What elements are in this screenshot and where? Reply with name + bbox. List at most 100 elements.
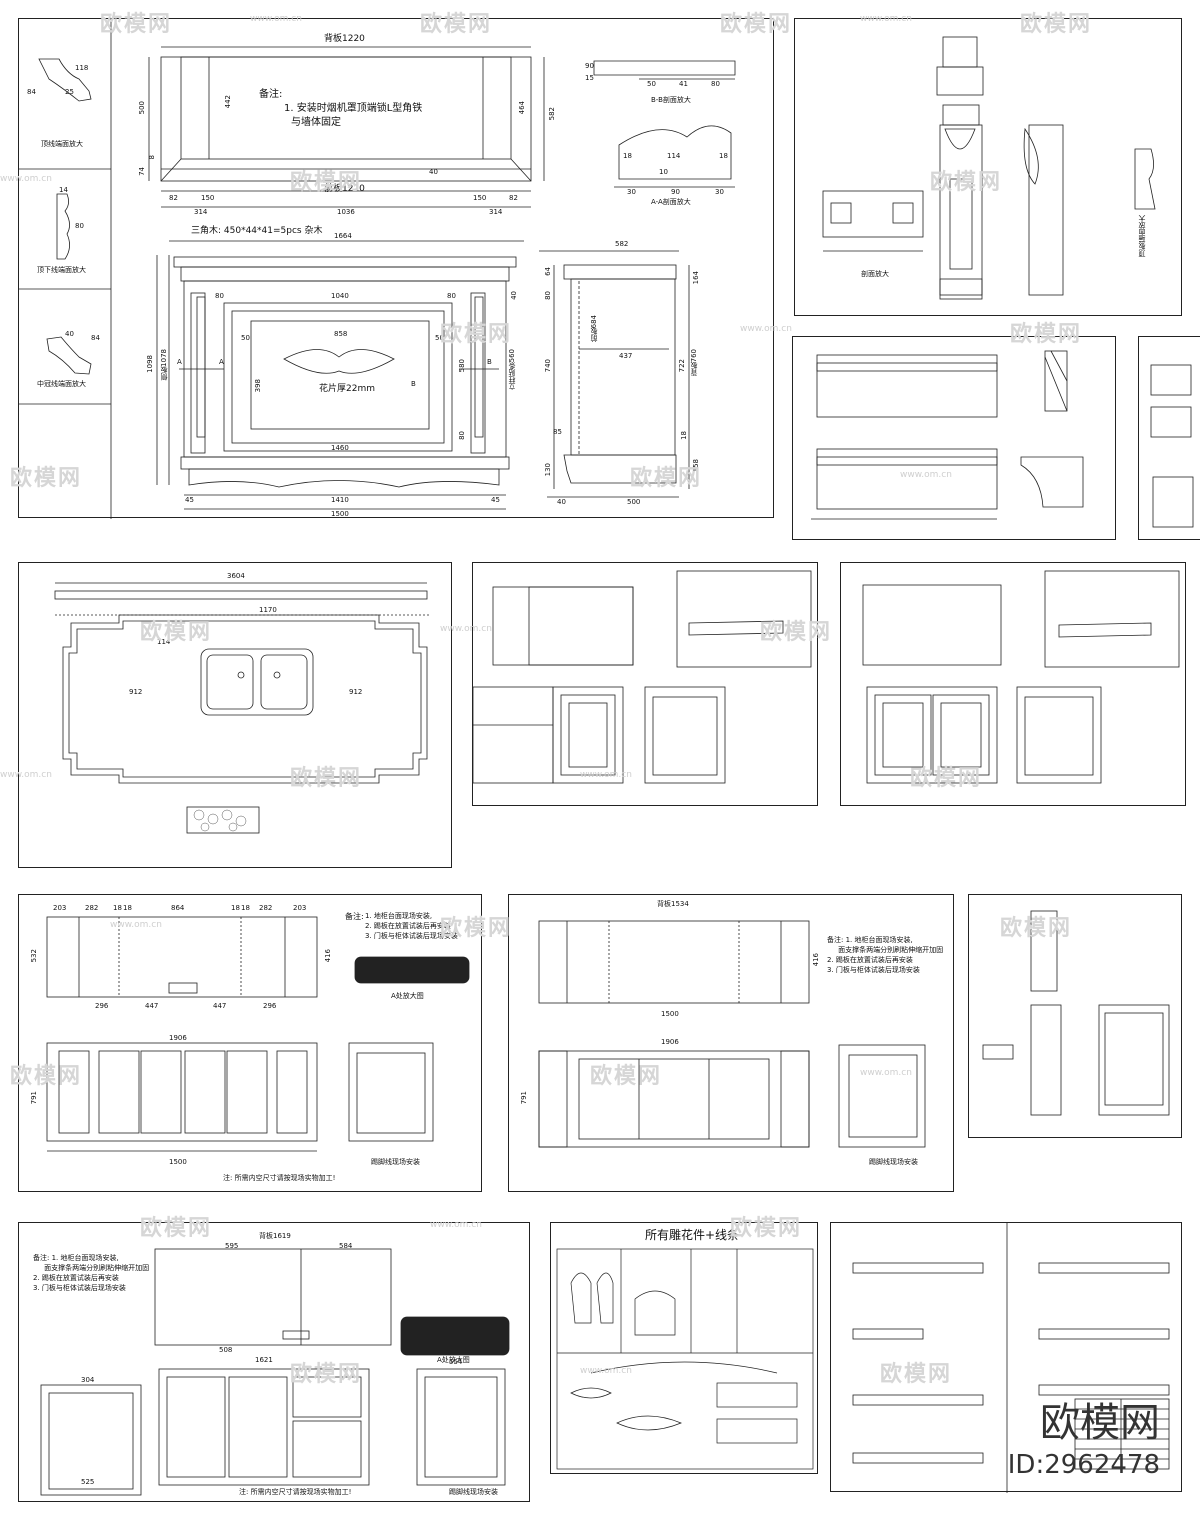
watermark-url-6: www.om.cn	[440, 624, 492, 634]
sheet3-drawing	[811, 350, 1084, 520]
aa-dim-114: 114	[667, 152, 681, 160]
sheet-countertop: 3604 1170 912 912 114	[18, 562, 452, 868]
aa-dim-30b: 30	[715, 188, 724, 196]
watermark-logo-3: 欧模网	[720, 12, 793, 37]
side-panel-1078: 侧板1078	[160, 349, 168, 381]
watermark-logo-18: 欧模网	[590, 1064, 663, 1089]
sideboard-dim-203-left: 203	[53, 904, 67, 912]
side-front-684: 前板684	[590, 315, 598, 343]
dim-80-vert: 80	[458, 431, 466, 440]
dim-40-top: 40	[429, 168, 438, 176]
dim-45-left: 45	[185, 496, 194, 504]
side-pillar-560: 立柱贴条560	[508, 349, 516, 391]
sideboard-dim-203-right: 203	[293, 904, 307, 912]
open-sideboard-416: 416	[812, 953, 820, 967]
dim-500-vertical: 500	[138, 101, 146, 115]
side-80: 80	[544, 291, 552, 300]
sideboard-dim-1500: 1500	[169, 1158, 187, 1166]
sideboard-dim-791: 791	[30, 1091, 38, 1105]
side-40: 40	[510, 291, 518, 300]
watermark-logo-22: 欧模网	[880, 1362, 953, 1387]
watermark-logo-19: 欧模网	[140, 1216, 213, 1241]
watermark-url-10: www.om.cn	[860, 1068, 912, 1078]
open-sideboard-back: 背板1534	[657, 900, 689, 908]
watermark-logo-10: 欧模网	[630, 466, 703, 491]
bb-dim-41: 41	[679, 80, 688, 88]
sheet13-drawing	[852, 1223, 1170, 1493]
sheet-open-sideboard: 背板1534 1906 1500 791 416 备注: 1. 地柜台面现场安装…	[508, 894, 954, 1192]
wine-notes: 备注: 1. 地柜台面现场安装, 面支撑条两端分别刷粘伸缩开加固 2. 踢板在放…	[33, 1254, 150, 1292]
dim-314-right: 314	[489, 208, 503, 216]
dim-398: 398	[254, 379, 262, 393]
dim-1410: 1410	[331, 496, 349, 504]
wine-dim-1621: 1621	[255, 1356, 273, 1364]
dim-82-right: 82	[509, 194, 518, 202]
aa-dim-18a: 18	[623, 152, 632, 160]
dim-1460: 1460	[331, 444, 349, 452]
watermark-logo-2: 欧模网	[420, 12, 493, 37]
dim-80-right: 80	[447, 292, 456, 300]
bb-dim-50: 50	[647, 80, 656, 88]
triangle-wood-label: 三角木: 450*44*41=5pcs 杂木	[191, 226, 323, 236]
sheet-fireplace-hood: 顶线端面放大 顶下线端面放大 中冠线端面放大 118 84 25 14 80 4…	[18, 18, 774, 519]
bb-dim-90: 90	[585, 62, 594, 70]
sideboard-dim-416: 416	[324, 949, 332, 963]
dim-50-right: 50	[435, 334, 444, 342]
section-b-left: B	[411, 380, 416, 388]
dim-580: 580	[458, 359, 466, 373]
watermark-logo-9: 欧模网	[10, 466, 83, 491]
sheet-molding-list	[830, 1222, 1182, 1493]
dim-45-right: 45	[491, 496, 500, 504]
watermark-url-4: www.om.cn	[740, 324, 792, 334]
countertop-dim-912b: 912	[349, 688, 363, 696]
sideboard-dim-296b: 296	[263, 1002, 277, 1010]
watermark-url-9: www.om.cn	[110, 920, 162, 930]
sideboard-dim-532: 532	[30, 949, 38, 963]
profile-dim-118: 118	[75, 64, 89, 72]
aa-dim-90: 90	[671, 188, 680, 196]
watermark-url-5: www.om.cn	[900, 470, 952, 480]
install-note-title: 备注:	[259, 89, 283, 100]
sheet6-drawing	[472, 570, 812, 784]
profile-dim-84b: 84	[91, 334, 100, 342]
dim-582-vertical: 582	[548, 107, 556, 121]
dim-1664: 1664	[334, 232, 352, 240]
sideboard-dim-447b: 447	[213, 1002, 227, 1010]
wine-dim-304: 304	[81, 1376, 95, 1384]
profile-dim-80: 80	[75, 222, 84, 230]
sheet4-drawing	[1150, 364, 1194, 528]
side-130: 130	[544, 463, 552, 477]
countertop-dim-912a: 912	[129, 688, 143, 696]
watermark-logo-15: 欧模网	[440, 916, 513, 941]
aa-dim-10: 10	[659, 168, 668, 176]
sheet-partial-right	[1138, 336, 1200, 540]
bb-section-title: B-B剖面放大	[651, 96, 691, 104]
watermark-logo-13: 欧模网	[290, 766, 363, 791]
sheet-wine-cabinet: 背板1619 1621 595 508 584 备注: 1. 地柜台面现场安装,…	[18, 1222, 530, 1502]
open-sideboard-kick: 踢脚线现场安装	[869, 1158, 918, 1166]
sideboard-dim-18-b: 18	[123, 904, 132, 912]
sheet-column-detail	[968, 894, 1182, 1138]
watermark-logo-11: 欧模网	[140, 620, 213, 645]
watermark-logo-17: 欧模网	[10, 1064, 83, 1089]
profile-dim-14: 14	[59, 186, 68, 194]
side-437: 437	[619, 352, 633, 360]
sideboard-dim-282-left: 282	[85, 904, 99, 912]
open-sideboard-1500: 1500	[661, 1010, 679, 1018]
sideboard-dim-18-c: 18	[231, 904, 240, 912]
wine-dim-554: 554	[449, 1358, 463, 1366]
dim-442-vertical: 442	[224, 95, 232, 109]
profile-label-mid: 顶下线端面放大	[37, 266, 86, 274]
bb-dim-15: 15	[585, 74, 594, 82]
countertop-dim-1170: 1170	[259, 606, 277, 614]
side-722: 722	[678, 359, 686, 373]
sheet-single-door-cabinet	[472, 562, 818, 806]
side-width-582: 582	[615, 240, 629, 248]
profile-dim-25: 25	[65, 88, 74, 96]
open-sideboard-791: 791	[520, 1091, 528, 1105]
dim-50-left: 50	[241, 334, 250, 342]
wine-inner-note: 注: 所需内空尺寸请按现场实物加工!	[239, 1488, 352, 1496]
watermark-logo-4: 欧模网	[1020, 12, 1093, 37]
watermark-url-7: www.om.cn	[0, 770, 52, 780]
watermark-logo-1: 欧模网	[100, 12, 173, 37]
